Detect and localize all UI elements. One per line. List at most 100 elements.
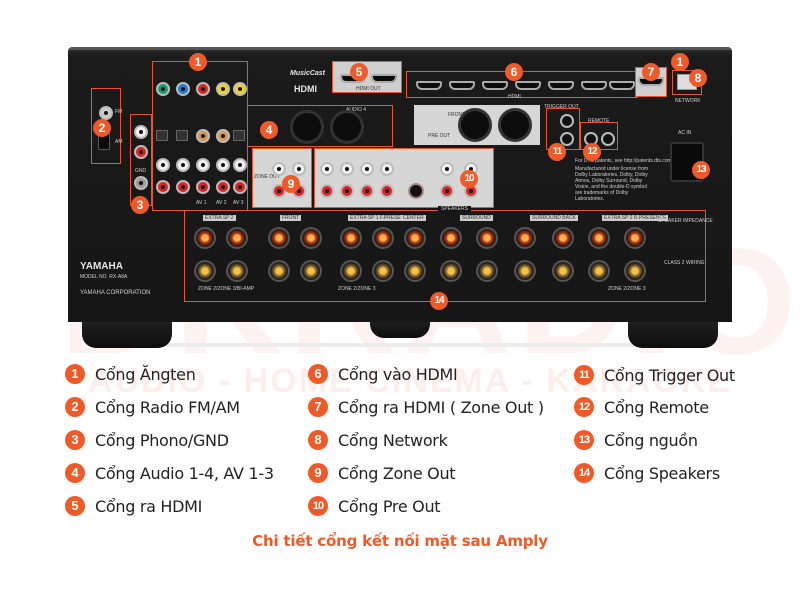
musiccast-logo: MusicCast (290, 70, 326, 77)
legend-number-badge: 14 (574, 463, 594, 483)
speaker-terminal-neg (268, 260, 290, 282)
legend-label: Cổng Ăngten (95, 364, 196, 384)
remote-label: REMOTE (588, 118, 610, 124)
hdmi-out-label: HDMI OUT (356, 86, 381, 92)
speaker-terminal-neg (588, 260, 610, 282)
legend-item-5: 5 Cổng ra HDMI (65, 496, 202, 516)
callout-7: 7 (642, 63, 660, 81)
legend-item-6: 6 Cổng vào HDMI (308, 364, 458, 384)
legend-item-14: 14 Cổng Speakers (574, 463, 720, 483)
hdmi-out-section (332, 61, 402, 93)
class2-wiring-label: CLASS 2 WIRING (664, 260, 705, 266)
pre-out-xlr-right (498, 108, 532, 142)
speaker-terminal-pos (514, 227, 536, 249)
speaker-terminal-pos (476, 227, 498, 249)
legend-label: Cổng Trigger Out (604, 365, 735, 385)
speaker-terminal-pos (404, 227, 426, 249)
audio4-label: AUDIO 4 (346, 107, 367, 113)
zone-out-section (252, 148, 312, 208)
legend-number-badge: 13 (574, 430, 594, 450)
speakers-label: SPEAKERS (438, 206, 471, 212)
audio-in-l-2 (176, 158, 190, 172)
legend-label: Cổng Radio FM/AM (95, 397, 240, 417)
video-2-jack (233, 82, 247, 96)
legend-label: Cổng ra HDMI (95, 496, 203, 516)
hdmi-in-1-port (416, 81, 442, 90)
pre-out-front-label: FRONT (448, 112, 466, 118)
audio-in-l-1 (156, 158, 170, 172)
trigger-out-label: TRIGGER OUT (544, 104, 579, 110)
speaker-terminal-neg (300, 260, 322, 282)
legend-number-badge: 12 (574, 397, 594, 417)
pre-out-surround-front-l (380, 162, 394, 176)
legend-label: Cổng Pre Out (338, 496, 441, 516)
speaker-terminal-pos (194, 227, 216, 249)
speaker-impedance-label: SPEAKER IMPEDANCE (658, 218, 713, 224)
audio-in-r-1 (156, 180, 170, 194)
legend-item-9: 9 Cổng Zone Out (308, 463, 456, 483)
hdmi-in-6-port (581, 81, 607, 90)
audio4-xlr-section (248, 105, 393, 147)
fm-antenna-jack (99, 106, 113, 120)
pre-out-surround-l (340, 162, 354, 176)
speaker-terminal-neg (440, 260, 462, 282)
legend-item-2: 2 Cổng Radio FM/AM (65, 397, 240, 417)
speaker-terminal-neg (404, 260, 426, 282)
legend-label: Cổng Zone Out (338, 463, 456, 483)
speaker-terminal-pos (226, 227, 248, 249)
gnd-label: GND (135, 168, 147, 174)
pre-out-section (314, 148, 494, 208)
pre-out-fpresence-r (440, 184, 454, 198)
legend-number-badge: 7 (308, 397, 328, 417)
zone-label-mid: ZONE 2/ZONE 3 (338, 286, 376, 292)
legend-item-11: 11 Cổng Trigger Out (574, 365, 735, 385)
dolby-note: Manufactured under license from Dolby La… (575, 166, 649, 202)
legend-item-3: 3 Cổng Phono/GND (65, 430, 229, 450)
speaker-terminal-neg (226, 260, 248, 282)
legend-item-8: 8 Cổng Network (308, 430, 448, 450)
hdmi-in-3-port (482, 81, 508, 90)
optical-2-port (176, 130, 188, 141)
callout-6: 6 (505, 63, 523, 81)
audio-in-r-2 (176, 180, 190, 194)
spk-group-extra2-rpresence: EXTRA SP 2 R.PRESENCE (602, 215, 669, 221)
legend-label: Cổng ra HDMI ( Zone Out ) (338, 397, 544, 417)
legend-item-4: 4 Cổng Audio 1-4, AV 1-3 (65, 463, 274, 483)
pre-out-xlr-left (458, 108, 492, 142)
network-label: NETWORK (675, 98, 701, 104)
speaker-terminal-pos (268, 227, 290, 249)
speaker-terminal-pos (340, 227, 362, 249)
speaker-terminal-neg (624, 260, 646, 282)
audio-in-l-3 (196, 158, 210, 172)
legend-label: Cổng Audio 1-4, AV 1-3 (95, 463, 274, 483)
speaker-terminal-pos (372, 227, 394, 249)
pre-out-subwfr-1 (360, 162, 374, 176)
legend-number-badge: 5 (65, 496, 85, 516)
device-foot-center (370, 318, 430, 338)
hdmi-logo: HDMI (294, 84, 317, 94)
legend-item-13: 13 Cổng nguồn (574, 430, 698, 450)
audio-in-r-5 (233, 180, 247, 194)
legend-number-badge: 6 (308, 364, 328, 384)
callout-4: 4 (260, 121, 278, 139)
pre-out-front-r (320, 184, 334, 198)
pre-out-label: PRE OUT (428, 133, 451, 139)
speaker-terminal-neg (340, 260, 362, 282)
fm-label: FM (115, 109, 123, 115)
callout-12: 12 (583, 143, 601, 161)
pre-out-front-l (320, 162, 334, 176)
zone-label-left: ZONE 2/ZONE 3/BI-AMP (198, 286, 255, 292)
device-foot-right (628, 318, 718, 348)
hdmi-in-7-port (609, 81, 635, 90)
zone3-out-l (292, 162, 306, 176)
remote-out-jack (601, 132, 615, 146)
callout-13: 13 (692, 161, 710, 179)
callout-14: 14 (430, 292, 448, 310)
legend-number-badge: 3 (65, 430, 85, 450)
callout-2: 2 (93, 119, 111, 137)
pre-out-center-jack (408, 183, 424, 199)
audio-in-r-3 (196, 180, 210, 194)
legend-number-badge: 11 (574, 365, 594, 385)
coaxial-1-jack (196, 129, 210, 143)
pre-out-surround-r (340, 184, 354, 198)
